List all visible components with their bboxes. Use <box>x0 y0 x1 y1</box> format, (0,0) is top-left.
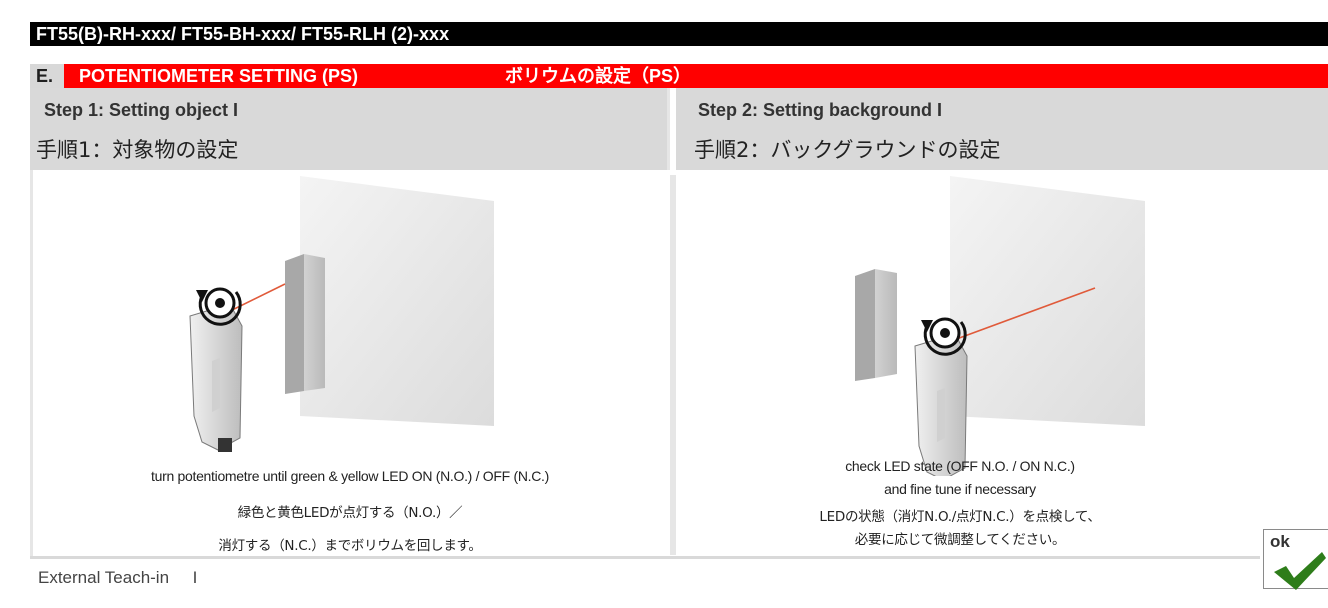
step-2-header: Step 2: Setting background I 手順2：バックグラウン… <box>676 88 1328 170</box>
ok-label: ok <box>1270 532 1290 551</box>
step-2-title-jp: 手順2：バックグラウンドの設定 <box>694 138 1001 162</box>
rotate-arrow-icon <box>196 287 242 326</box>
target-object <box>855 269 875 381</box>
step-1-illustration <box>189 176 494 452</box>
step-1-header: Step 1: Setting object I 手順1：対象物の設定 <box>30 88 670 170</box>
panel-divider <box>670 175 676 555</box>
sensor-body <box>189 303 243 452</box>
step-1-title-jp: 手順1：対象物の設定 <box>36 138 239 162</box>
section-bar: E. POTENTIOMETER SETTING (PS) ボリウムの設定（PS… <box>30 64 1328 88</box>
step-2-caption-en-2: and fine tune if necessary <box>884 481 1036 497</box>
section-letter: E. <box>30 64 64 88</box>
background-plate <box>950 176 1145 426</box>
section-title-en: POTENTIOMETER SETTING (PS) <box>79 66 359 86</box>
model-title: FT55(B)-RH-xxx/ FT55-BH-xxx/ FT55-RLH (2… <box>36 24 450 44</box>
checkmark-icon <box>1274 552 1326 590</box>
background-plate <box>300 176 494 426</box>
step-2-illustration <box>855 176 1145 476</box>
laser-beam <box>942 287 1096 345</box>
step-2-title-en: Step 2: Setting background I <box>698 100 943 120</box>
rotate-arrow-icon <box>921 317 967 356</box>
step-1-caption-jp-1: 緑色と黄色LEDが点灯する（N.O.）／ <box>237 505 463 521</box>
step-1-caption-en: turn potentiometre until green & yellow … <box>151 468 549 484</box>
step-2-caption-en-1: check LED state (OFF N.O. / ON N.C.) <box>845 458 1075 474</box>
external-teach-label: External Teach-in I <box>38 568 198 587</box>
step-2-caption-jp-2: 必要に応じて微調整してください。 <box>854 532 1066 548</box>
panel-bottom-rule <box>30 556 1260 559</box>
step-1-title-en: Step 1: Setting object I <box>44 100 239 120</box>
step-2-caption-jp-1: LEDの状態（消灯N.O./点灯N.C.）を点検して、 <box>819 509 1101 525</box>
ok-badge: ok <box>1263 529 1328 590</box>
section-title-jp: ボリウムの設定（PS） <box>505 66 692 86</box>
step-1-panel: Step 1: Setting object I 手順1：対象物の設定 <box>30 88 670 608</box>
target-object <box>285 254 304 394</box>
model-title-bar: FT55(B)-RH-xxx/ FT55-BH-xxx/ FT55-RLH (2… <box>30 22 1328 46</box>
left-rule <box>30 170 33 558</box>
step-1-caption-jp-2: 消灯する（N.C.）までボリウムを回します。 <box>218 538 482 554</box>
